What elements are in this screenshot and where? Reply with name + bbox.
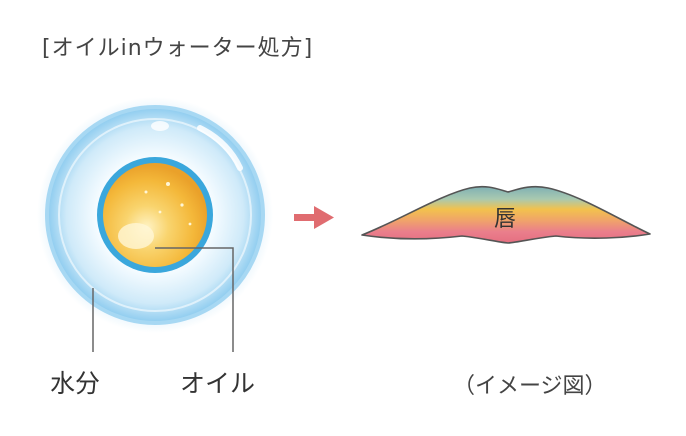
water-label: 水分	[50, 369, 101, 398]
right-arrow-icon	[294, 206, 334, 229]
oil-droplet	[97, 157, 213, 273]
oil-leader-line	[155, 247, 234, 352]
oil-label: オイル	[180, 369, 256, 398]
image-caption: （イメージ図）	[453, 374, 607, 399]
lips-illustration	[361, 185, 651, 244]
diagram-title: [オイルinウォーター処方]	[42, 36, 314, 61]
lips-label: 唇	[494, 207, 516, 232]
